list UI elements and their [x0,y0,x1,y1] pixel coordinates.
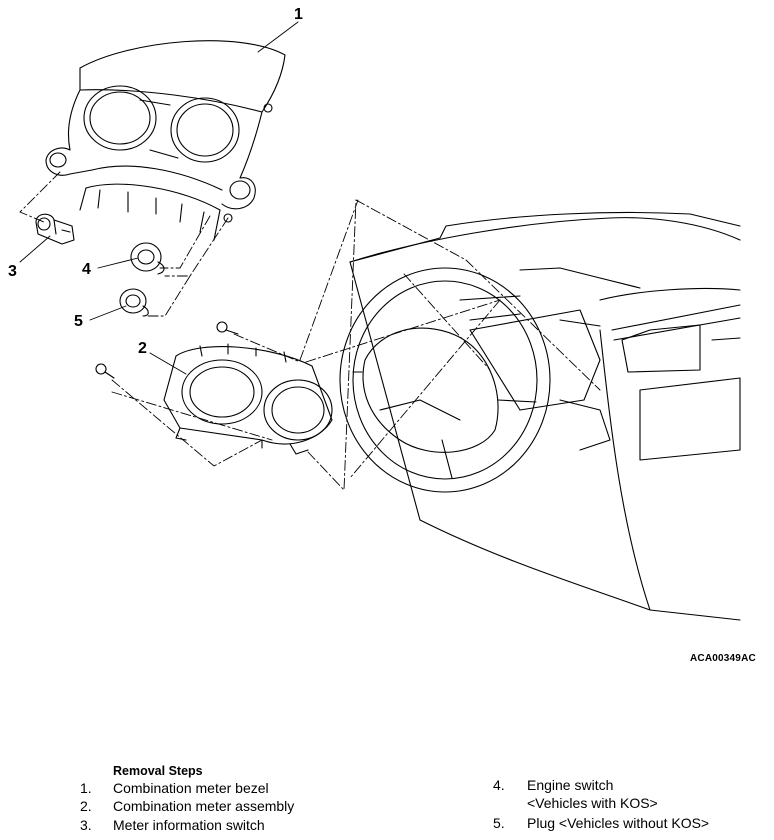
callout-2: 2 [138,340,147,357]
step-text: Plug <Vehicles without KOS> [527,815,710,831]
guide-screw-upper [233,333,301,363]
guide-bezel-to-engine-switch [159,215,211,269]
step-number: 4. [493,777,505,793]
meter-information-switch-part [35,213,75,245]
guide-dash-2 [349,299,501,479]
figure-code: ACA00349AC [690,653,756,664]
guide-meter-to-dash [307,199,467,492]
step-text: Combination meter assembly [113,798,295,814]
callout-3: 3 [8,263,17,280]
step-number: 5. [493,815,505,831]
leader-line-3 [19,235,51,263]
guide-bezel-to-switch [19,171,61,223]
callout-4: 4 [82,261,91,278]
leader-line-5 [89,305,127,321]
guide-meter-cross-2 [305,299,501,363]
plug-part [119,288,149,317]
guide-meter-cross-1 [111,391,273,441]
meter-assembly-part [163,343,333,455]
step-text-qualifier: <Vehicles with KOS> [527,795,658,811]
removal-steps-title: Removal Steps [113,764,203,778]
callout-5: 5 [74,313,83,330]
guide-screw-left [111,379,263,467]
guide-dash-3 [465,259,601,391]
engine-switch-part [130,242,165,275]
step-text: Meter information switch [113,817,265,833]
screw-upper [216,321,239,335]
exploded-view-diagram [19,21,741,621]
leader-line-1 [257,21,299,53]
steering-wheel-part [339,267,551,493]
guide-meter-to-wheel [299,199,359,361]
leader-line-4 [97,257,139,269]
step-text: Combination meter bezel [113,780,269,796]
step-text: Engine switch [527,777,614,793]
callout-1: 1 [294,6,303,23]
step-number: 1. [80,780,92,796]
guide-dash-1 [403,273,491,371]
step-number: 3. [80,817,92,833]
dashboard-part [349,211,741,621]
meter-bezel-part [45,40,286,241]
step-number: 2. [80,798,92,814]
guide-plug [145,275,191,317]
guide-bezel-to-plug [164,217,229,277]
screw-left [95,363,115,379]
leader-line-2 [149,352,187,375]
